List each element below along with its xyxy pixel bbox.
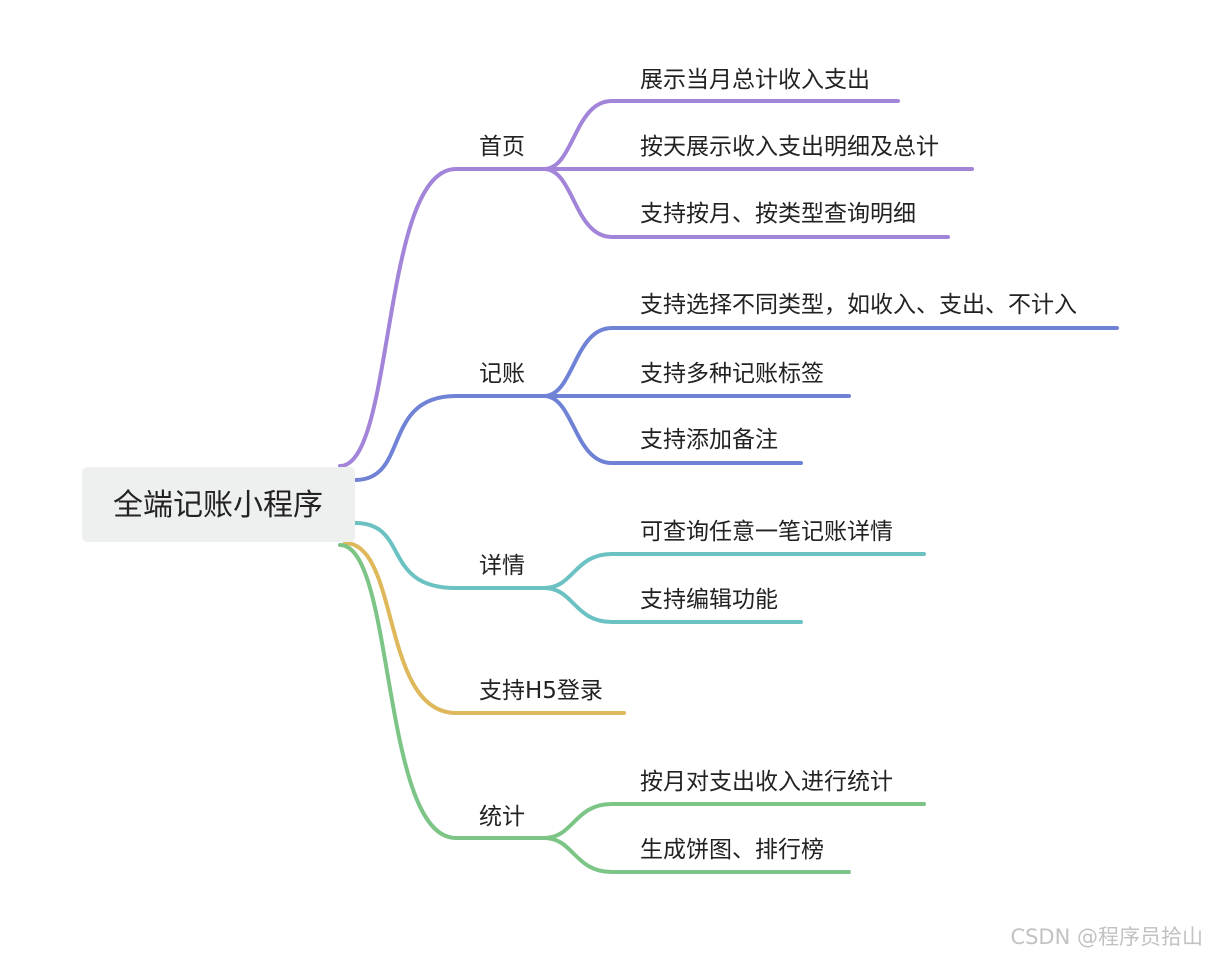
edge-detail-leaf-1 [542, 552, 926, 590]
leaf-bookkeeping-2: 支持多种记账标签 [640, 361, 824, 387]
leaf-statistics-1: 按月对支出收入进行统计 [640, 769, 893, 795]
edge-statistics-leaf-1 [542, 802, 926, 840]
root-node: 全端记账小程序 [113, 488, 323, 523]
edge-detail-leaf-2 [542, 586, 803, 624]
edge-root-to-h5-login [343, 541, 626, 715]
edge-root-to-bookkeeping [353, 394, 546, 482]
branch-statistics: 统计 [479, 804, 525, 830]
branch-home: 首页 [479, 134, 525, 160]
edge-statistics-leaf-2 [542, 836, 851, 874]
edge-bookkeeping-leaf-1 [542, 326, 1119, 398]
leaf-detail-2: 支持编辑功能 [640, 587, 778, 613]
branch-detail: 详情 [479, 553, 525, 579]
branch-h5-login: 支持H5登录 [479, 678, 603, 704]
leaf-detail-1: 可查询任意一笔记账详情 [640, 519, 893, 545]
leaf-home-1: 展示当月总计收入支出 [640, 67, 870, 93]
edge-home-leaf-3 [542, 167, 950, 239]
branch-bookkeeping: 记账 [479, 361, 525, 387]
leaf-home-3: 支持按月、按类型查询明细 [640, 201, 916, 227]
leaf-bookkeeping-1: 支持选择不同类型，如收入、支出、不计入 [640, 292, 1077, 318]
edge-root-to-home [338, 167, 546, 468]
mindmap-edges [338, 99, 1119, 874]
edge-root-to-detail [353, 521, 546, 590]
leaf-bookkeeping-3: 支持添加备注 [640, 427, 778, 453]
edge-root-to-statistics [338, 543, 546, 840]
root-node-box [82, 467, 355, 542]
leaf-statistics-2: 生成饼图、排行榜 [640, 837, 824, 863]
leaf-home-2: 按天展示收入支出明细及总计 [640, 134, 939, 160]
edge-bookkeeping-leaf-3 [542, 394, 803, 465]
edge-home-leaf-1 [542, 99, 900, 171]
watermark: CSDN @程序员拾山 [1010, 925, 1203, 949]
